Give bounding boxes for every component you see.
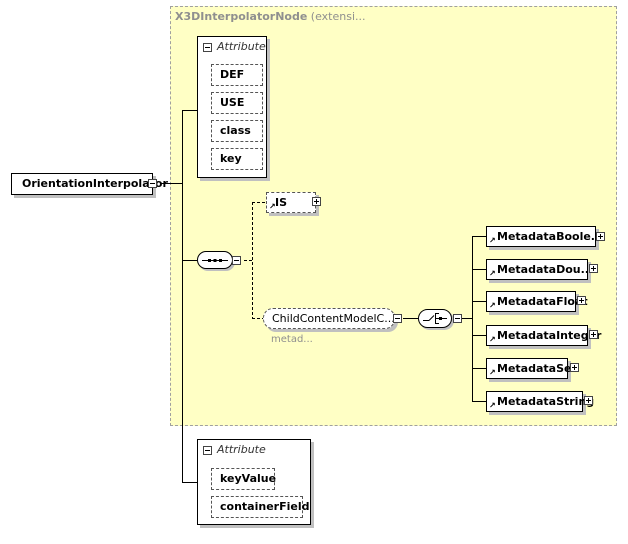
sequence-icon [202,259,228,262]
attribute-use[interactable]: USE [211,92,263,114]
element-metadata-string[interactable]: ↗ MetadataString [486,391,594,412]
attribute-def[interactable]: DEF [211,64,263,86]
attribute-key-value[interactable]: keyValue [211,468,276,490]
root-collapse-icon[interactable] [148,179,157,188]
element-metadata-set-label: MetadataSet [497,362,577,375]
metadata-double-expand-icon[interactable] [589,264,598,273]
attribute-key[interactable]: key [211,148,263,170]
element-metadata-float[interactable]: ↗ MetadataFloat [486,291,588,312]
attribute-group-1-collapse-icon[interactable] [203,43,212,52]
element-is-label: IS [275,196,288,209]
root-element-orientation-interpolator[interactable]: OrientationInterpolator [11,173,168,195]
is-expand-icon[interactable] [312,197,321,206]
child-content-model-label: ChildContentModelC... [272,312,395,325]
element-metadata-integer-label: MetadataInteger [497,329,602,342]
attribute-group-1: Attribute DEF USE class key [197,36,267,178]
reference-arrow-icon: ↗ [489,335,496,344]
reference-arrow-icon: ↗ [489,401,496,410]
reference-arrow-icon: ↗ [489,301,496,310]
reference-arrow-icon: ↗ [489,269,496,278]
metadata-boolean-expand-icon[interactable] [596,232,605,241]
element-metadata-float-label: MetadataFloat [497,295,588,308]
metadata-string-expand-icon[interactable] [584,396,593,405]
sequence-collapse-icon[interactable] [232,256,241,265]
attribute-container-field[interactable]: containerField [211,496,309,518]
root-element-label: OrientationInterpolator [22,177,168,190]
base-type-title: X3DInterpolatorNode (extensi... [175,10,366,23]
metadata-set-expand-icon[interactable] [570,363,579,372]
choice-icon [423,313,447,324]
child-group-collapse-icon[interactable] [393,314,402,323]
attribute-class[interactable]: class [211,120,263,142]
base-type-suffix: (extensi... [310,10,366,23]
sequence-compositor[interactable] [197,251,233,269]
element-metadata-boolean-label: MetadataBoole... [497,230,604,243]
reference-arrow-icon: ↗ [489,236,496,245]
element-metadata-integer[interactable]: ↗ MetadataInteger [486,325,601,346]
base-type-name: X3DInterpolatorNode [175,10,308,23]
element-is[interactable]: ↗ IS [266,192,316,213]
child-group-note: metad... [271,334,313,345]
element-metadata-set[interactable]: ↗ MetadataSet [486,358,577,379]
element-metadata-string-label: MetadataString [497,395,595,408]
metadata-integer-expand-icon[interactable] [589,330,598,339]
metadata-float-expand-icon[interactable] [577,296,586,305]
element-metadata-boolean[interactable]: ↗ MetadataBoole... [486,226,603,247]
attribute-group-1-title: Attribute [217,40,266,53]
child-content-model-group[interactable]: ChildContentModelC... [263,308,395,329]
attribute-group-2-collapse-icon[interactable] [203,446,212,455]
reference-arrow-icon: ↗ [269,202,276,211]
attribute-group-2-title: Attribute [217,443,266,456]
element-metadata-double-label: MetadataDou... [497,263,594,276]
choice-collapse-icon[interactable] [453,314,462,323]
reference-arrow-icon: ↗ [489,368,496,377]
choice-compositor[interactable] [418,309,452,328]
attribute-group-2: Attribute keyValue containerField [197,439,311,525]
element-metadata-double[interactable]: ↗ MetadataDou... [486,259,593,280]
